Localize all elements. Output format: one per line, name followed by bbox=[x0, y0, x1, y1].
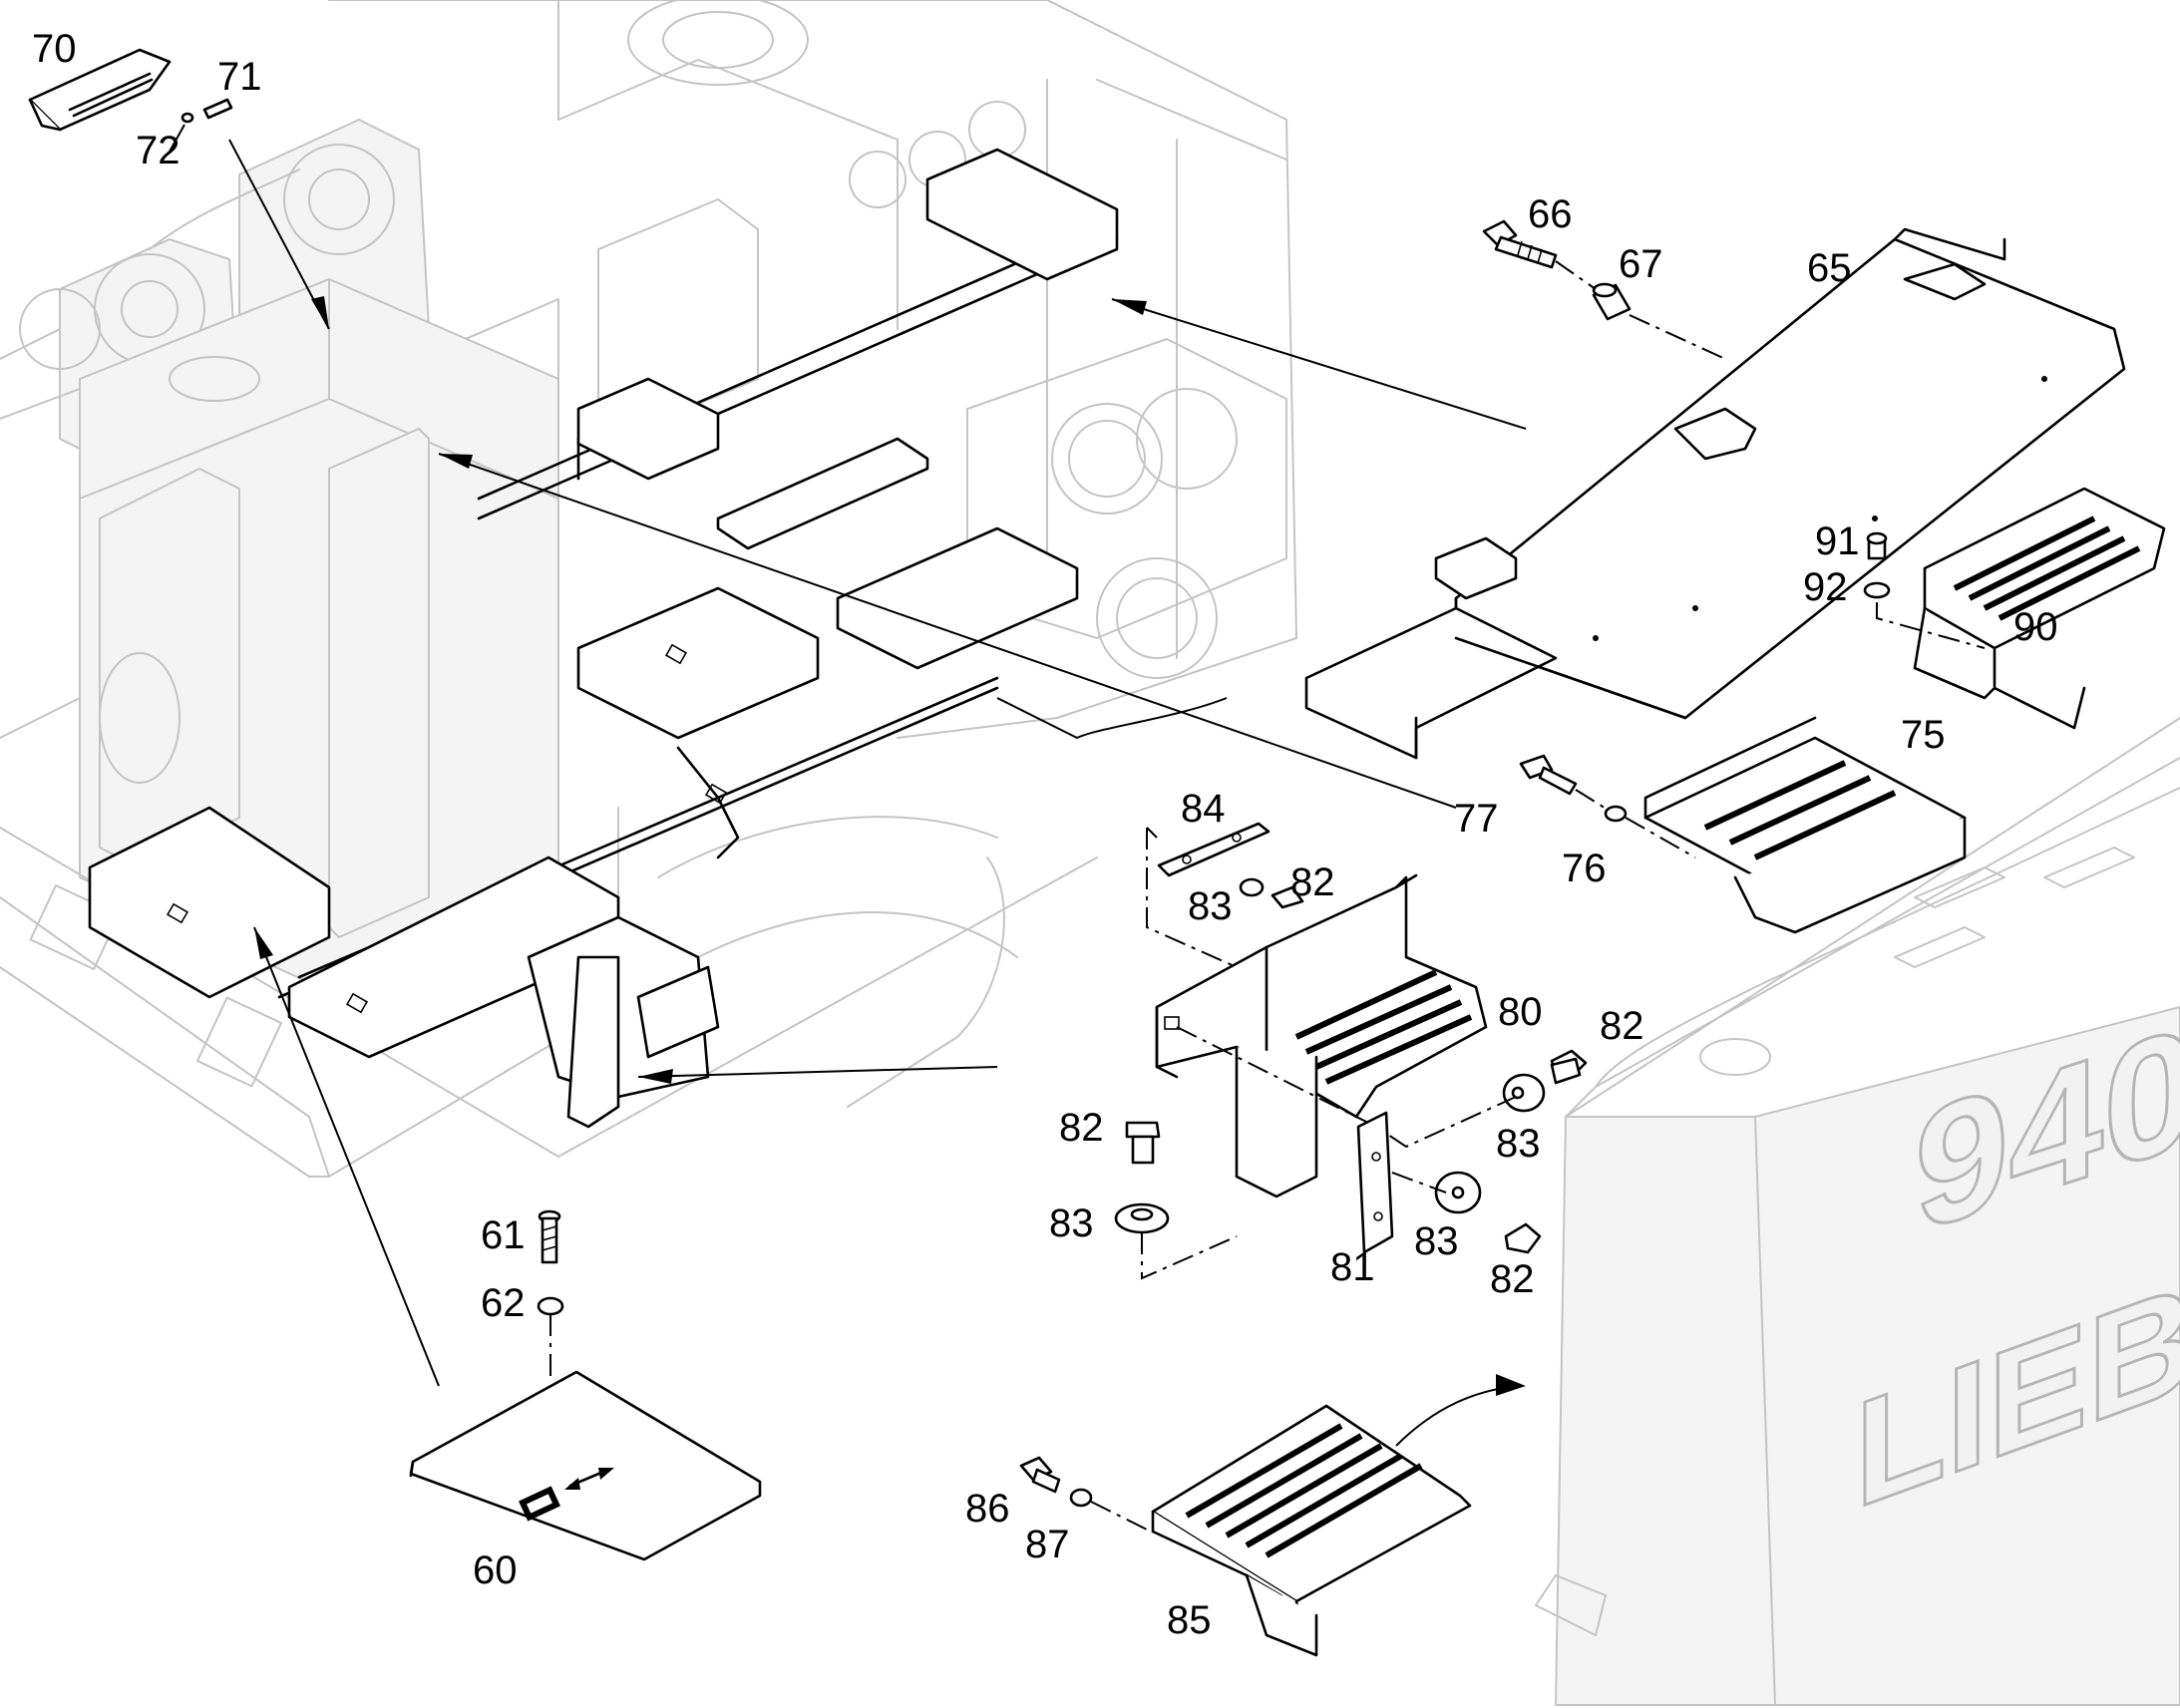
part-82-bolt-lower bbox=[1504, 1222, 1542, 1254]
part-83-washer-right bbox=[1502, 1073, 1546, 1113]
part-82-bolt-left bbox=[1125, 1121, 1161, 1165]
part-92-washer bbox=[1863, 581, 1891, 599]
callout-61: 61 bbox=[481, 1213, 526, 1257]
leader-65 bbox=[1111, 298, 1527, 430]
part-72-washer bbox=[181, 112, 194, 124]
part-77-bolt bbox=[1519, 754, 1578, 796]
part-83-washer-lower bbox=[1434, 1171, 1482, 1214]
callout-82-upper: 82 bbox=[1290, 860, 1335, 904]
callout-77: 77 bbox=[1454, 797, 1499, 841]
callout-92: 92 bbox=[1803, 565, 1848, 609]
part-60-floor-plate bbox=[409, 1370, 762, 1561]
callout-66: 66 bbox=[1528, 192, 1573, 236]
part-84-clamp-plate bbox=[1157, 822, 1271, 877]
callout-90: 90 bbox=[2013, 605, 2058, 649]
callout-82-lower: 82 bbox=[1490, 1257, 1535, 1301]
part-76-washer bbox=[1604, 805, 1628, 823]
callout-83-upper: 83 bbox=[1188, 884, 1233, 928]
counterweight bbox=[1535, 717, 2180, 1706]
left-housing bbox=[0, 278, 559, 988]
callout-85: 85 bbox=[1167, 1598, 1212, 1642]
part-75-cover-grating bbox=[1643, 716, 1967, 934]
callout-83-right: 83 bbox=[1496, 1122, 1541, 1166]
callout-67: 67 bbox=[1619, 242, 1663, 286]
callout-80: 80 bbox=[1498, 990, 1543, 1034]
callout-91: 91 bbox=[1815, 519, 1860, 563]
callout-81: 81 bbox=[1330, 1245, 1375, 1289]
leader-70 bbox=[228, 139, 330, 330]
part-62-washer bbox=[537, 1296, 564, 1316]
callout-71: 71 bbox=[217, 55, 262, 99]
callout-84: 84 bbox=[1181, 787, 1226, 831]
part-61-bolt bbox=[538, 1209, 561, 1264]
callout-86: 86 bbox=[965, 1487, 1010, 1531]
part-80-step-assembly bbox=[1155, 873, 1488, 1198]
callout-75: 75 bbox=[1901, 713, 1946, 757]
leader-90 bbox=[996, 697, 1228, 740]
part-67-spacer bbox=[1592, 282, 1632, 321]
part-83-washer-upper bbox=[1239, 877, 1265, 897]
part-65-walkway-rail bbox=[1304, 227, 2126, 760]
callout-62: 62 bbox=[481, 1281, 526, 1325]
part-81-mount-bracket bbox=[1356, 1111, 1394, 1254]
leader-arrows bbox=[228, 139, 1527, 1447]
part-86-bolt bbox=[1019, 1456, 1061, 1494]
leader-60 bbox=[253, 926, 440, 1387]
part-70-step-bracket bbox=[28, 48, 172, 132]
part-66-bolt bbox=[1482, 219, 1558, 269]
leader-80 bbox=[637, 1066, 998, 1078]
installed-walkway-frame bbox=[88, 148, 1119, 1129]
callout-labels: 70 71 72 66 67 65 91 92 90 75 77 76 84 8… bbox=[32, 27, 2058, 1642]
callout-65: 65 bbox=[1807, 246, 1852, 290]
part-90-step-grating bbox=[1913, 487, 2166, 730]
callout-83-lower: 83 bbox=[1414, 1219, 1459, 1263]
leader-75 bbox=[438, 453, 1457, 809]
part-91-bolt bbox=[1866, 531, 1888, 560]
callout-87: 87 bbox=[1025, 1523, 1070, 1566]
callout-82-right: 82 bbox=[1600, 1004, 1644, 1048]
callout-76: 76 bbox=[1562, 847, 1607, 890]
callout-70: 70 bbox=[32, 27, 77, 71]
callout-82-left: 82 bbox=[1059, 1106, 1104, 1150]
part-83-washer-left bbox=[1114, 1202, 1170, 1234]
callout-72: 72 bbox=[136, 129, 181, 172]
part-87-washer bbox=[1069, 1488, 1093, 1508]
part-82-bolt-right bbox=[1550, 1049, 1588, 1085]
callout-60: 60 bbox=[473, 1548, 518, 1592]
part-85-step-grating bbox=[1151, 1404, 1472, 1657]
callout-83-left: 83 bbox=[1049, 1201, 1094, 1245]
part-71-bolt bbox=[202, 98, 233, 120]
part-82-bolt-upper bbox=[1271, 885, 1304, 909]
